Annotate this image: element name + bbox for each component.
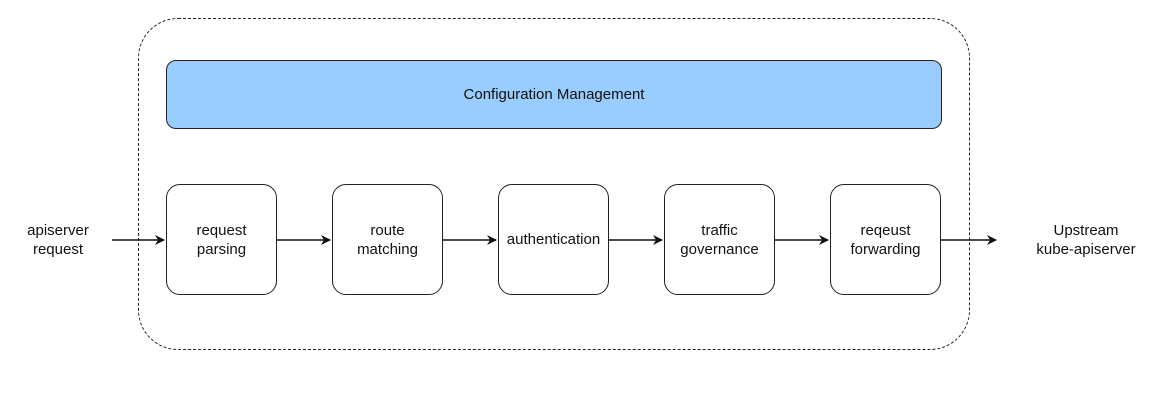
step-request-parsing: request parsing [166, 184, 277, 295]
step-traffic-governance: traffic governance [664, 184, 775, 295]
configuration-management-label: Configuration Management [463, 86, 645, 103]
step-label: request parsing [196, 221, 247, 258]
step-label: traffic governance [680, 221, 759, 258]
step-label: route matching [357, 221, 418, 258]
step-label: reqeust forwarding [850, 221, 921, 258]
step-route-matching: route matching [332, 184, 443, 295]
step-label: authentication [506, 231, 601, 248]
configuration-management-box: Configuration Management [166, 60, 942, 129]
upstream-output-label: Upstream kube-apiserver [1036, 222, 1136, 258]
step-authentication: authentication [498, 184, 609, 295]
gateway-boundary [138, 18, 970, 350]
step-request-forwarding: reqeust forwarding [830, 184, 941, 295]
input-request-label: apiserver request [27, 222, 89, 258]
